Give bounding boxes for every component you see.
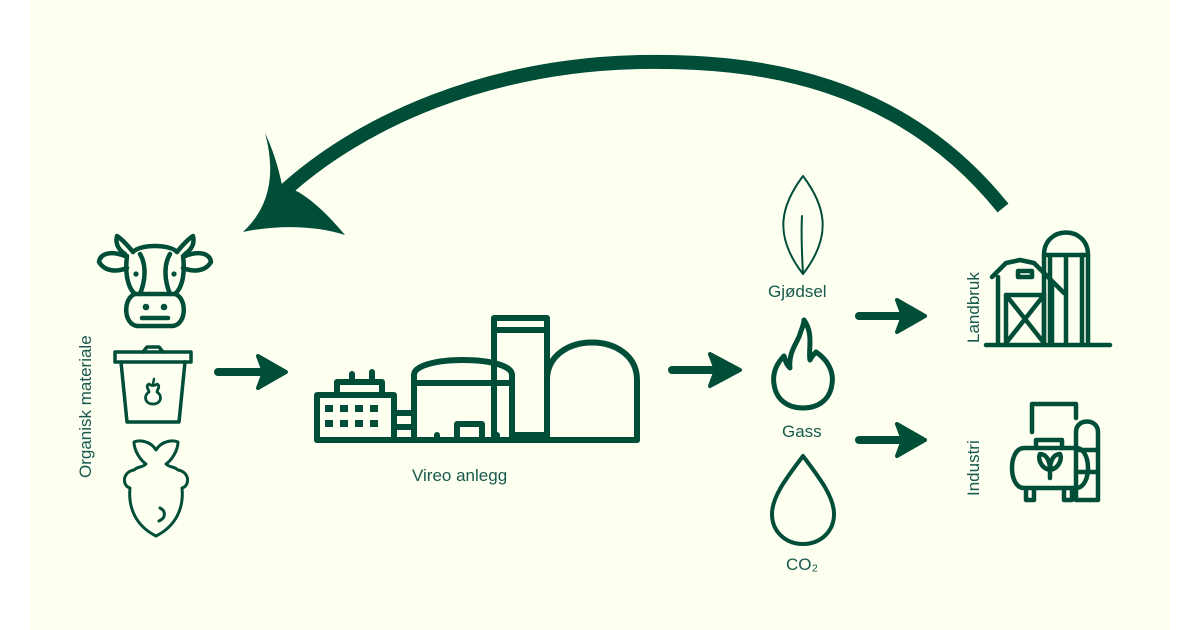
barn-silo-icon <box>983 230 1113 348</box>
plant-label: Vireo anlegg <box>412 466 508 485</box>
compost-bin-icon <box>113 345 193 424</box>
return-arrow-head <box>243 133 345 235</box>
input-label: Organisk materiale <box>76 335 95 478</box>
output-label-landbruk: Landbruk <box>964 272 983 343</box>
cow-icon <box>96 233 214 329</box>
biogas-plant-icon <box>314 315 640 443</box>
flow-arrow-input-to-plant <box>214 354 288 390</box>
output-label-industri: Industri <box>964 440 983 496</box>
gas-tank-icon <box>1009 401 1101 503</box>
flame-icon <box>771 317 835 411</box>
flow-arrow-to-landbruk <box>855 298 927 334</box>
flow-arrow-to-industri <box>855 422 927 458</box>
flow-arrow-plant-to-products <box>668 352 742 388</box>
product-label-co2: CO₂ <box>786 555 819 574</box>
product-label-gass: Gass <box>782 422 822 441</box>
fish-icon <box>123 439 189 538</box>
product-label-gjodsel: Gjødsel <box>768 282 827 301</box>
leaf-icon <box>782 175 824 275</box>
drop-icon <box>770 454 836 546</box>
diagram-canvas <box>30 0 1170 630</box>
